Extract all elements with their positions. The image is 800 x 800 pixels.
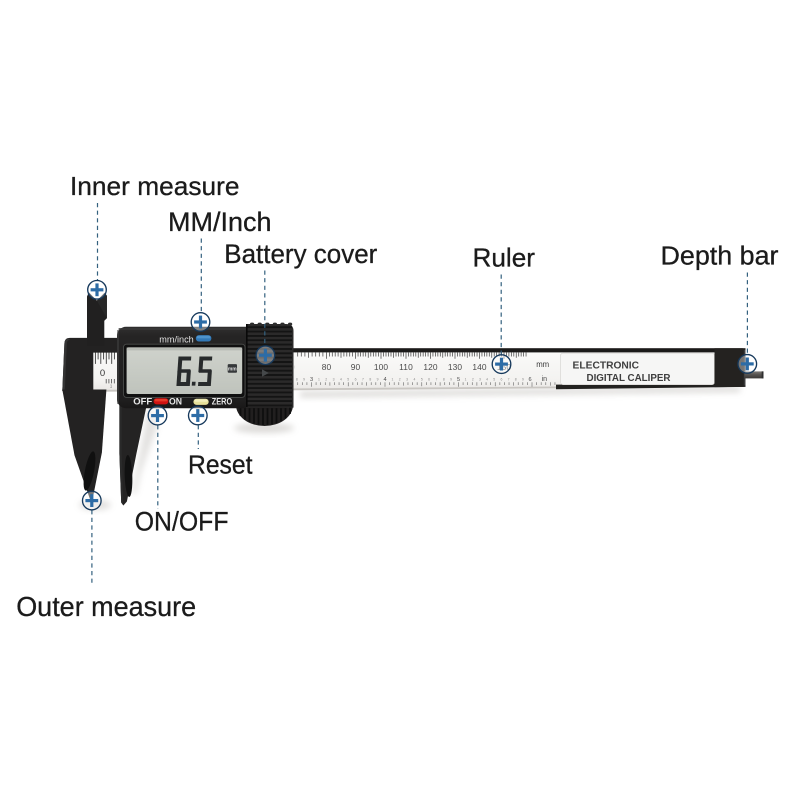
svg-text:1: 1 — [318, 378, 320, 382]
svg-text:3: 3 — [479, 378, 481, 382]
svg-text:1: 1 — [391, 378, 393, 382]
svg-text:120: 120 — [423, 362, 438, 372]
svg-text:5: 5 — [457, 377, 460, 383]
svg-text:mm: mm — [228, 366, 237, 372]
svg-text:Depth bar: Depth bar — [661, 243, 780, 271]
svg-text:2: 2 — [325, 378, 327, 382]
svg-text:DIGITAL CALIPER: DIGITAL CALIPER — [587, 373, 671, 384]
svg-text:Ruler: Ruler — [473, 245, 536, 273]
svg-text:140: 140 — [472, 362, 487, 372]
svg-text:Inner measure: Inner measure — [70, 173, 240, 201]
svg-text:4: 4 — [383, 377, 386, 383]
svg-text:7: 7 — [362, 378, 364, 382]
svg-text:70: 70 — [286, 362, 296, 372]
svg-text:4: 4 — [413, 378, 415, 382]
svg-text:ON: ON — [169, 397, 182, 408]
svg-text:130: 130 — [448, 362, 463, 372]
svg-text:5: 5 — [493, 378, 495, 382]
svg-text:MM/Inch: MM/Inch — [168, 207, 272, 237]
svg-text:5: 5 — [347, 378, 349, 382]
svg-text:100: 100 — [374, 362, 389, 372]
svg-text:8: 8 — [443, 378, 445, 382]
svg-text:9: 9 — [522, 378, 524, 382]
svg-text:3: 3 — [310, 377, 313, 383]
svg-text:Reset: Reset — [188, 452, 253, 480]
svg-text:Outer measure: Outer measure — [16, 591, 196, 622]
svg-text:6: 6 — [528, 377, 531, 383]
svg-text:mm/inch: mm/inch — [159, 334, 194, 345]
svg-text:0: 0 — [100, 368, 105, 379]
svg-text:1: 1 — [465, 378, 467, 382]
svg-text:110: 110 — [399, 362, 413, 372]
svg-text:8: 8 — [369, 378, 371, 382]
svg-text:2: 2 — [472, 378, 474, 382]
svg-text:150: 150 — [497, 362, 512, 372]
svg-text:6: 6 — [355, 378, 357, 382]
svg-text:8: 8 — [515, 378, 517, 382]
svg-text:4: 4 — [340, 378, 342, 382]
svg-text:9: 9 — [303, 378, 305, 382]
svg-text:OFF: OFF — [133, 397, 152, 408]
svg-text:2: 2 — [399, 378, 401, 382]
svg-text:ZERO: ZERO — [212, 397, 233, 408]
svg-text:90: 90 — [351, 362, 361, 372]
svg-text:mm: mm — [536, 360, 549, 369]
svg-text:5: 5 — [421, 378, 423, 382]
svg-text:7: 7 — [435, 378, 437, 382]
svg-text:ON/OFF: ON/OFF — [135, 507, 229, 537]
svg-text:in: in — [542, 376, 548, 383]
svg-text:7: 7 — [508, 378, 510, 382]
svg-text:6: 6 — [428, 378, 430, 382]
svg-text:4: 4 — [486, 378, 488, 382]
svg-text:9: 9 — [377, 378, 379, 382]
svg-text:8: 8 — [296, 378, 298, 382]
svg-text:ELECTRONIC: ELECTRONIC — [573, 361, 640, 372]
svg-text:Battery cover: Battery cover — [224, 238, 377, 269]
svg-text:6: 6 — [500, 378, 502, 382]
svg-text:1: 1 — [110, 384, 113, 389]
svg-text:3: 3 — [333, 378, 335, 382]
svg-text:9: 9 — [450, 378, 452, 382]
svg-text:80: 80 — [322, 362, 332, 372]
svg-text:3: 3 — [406, 378, 408, 382]
